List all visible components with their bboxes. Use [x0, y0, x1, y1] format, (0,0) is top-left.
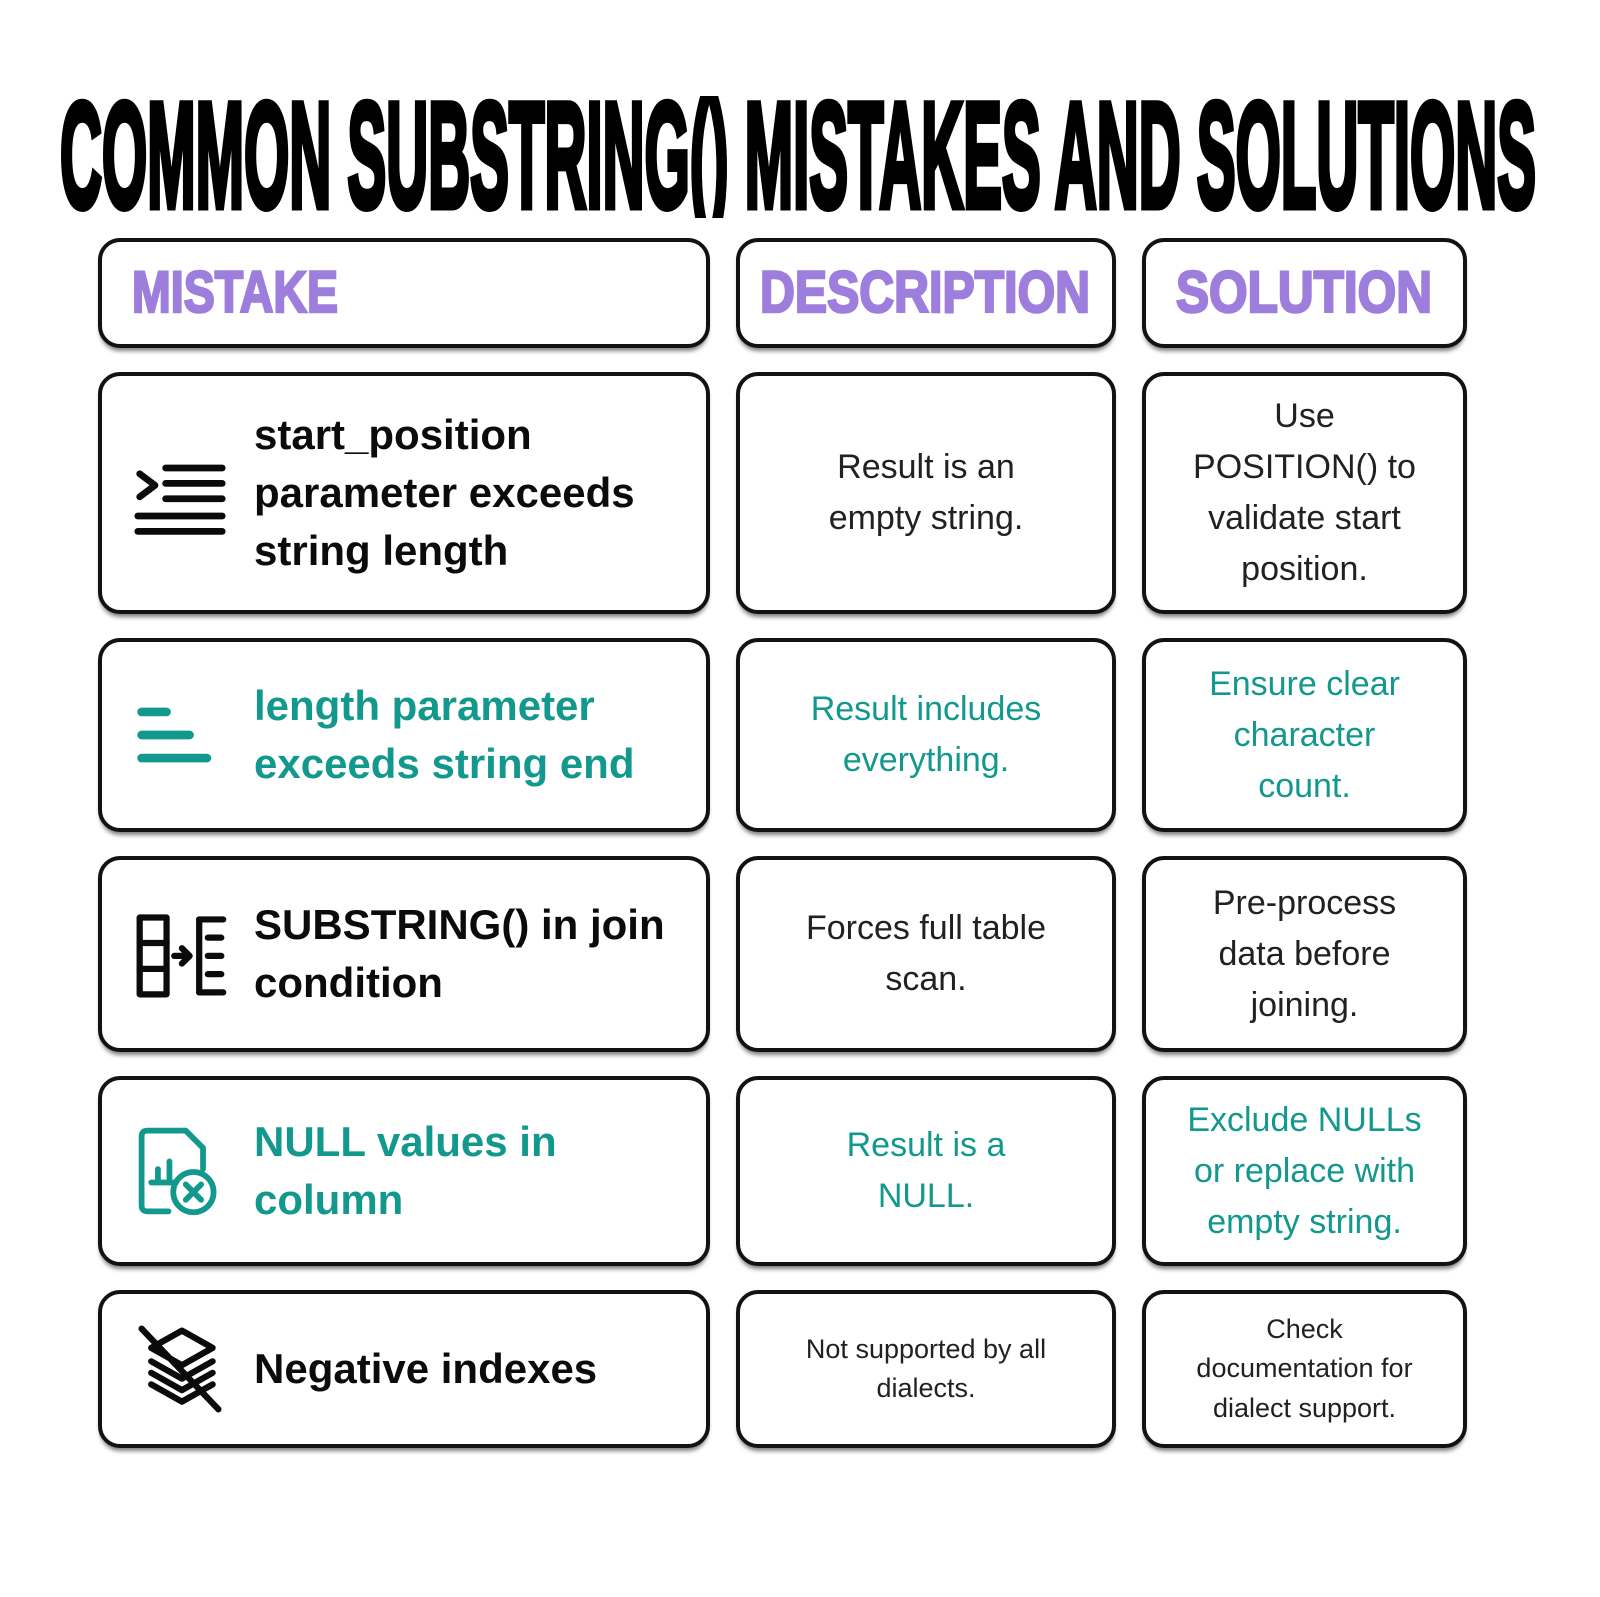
document-null-icon — [128, 1119, 232, 1223]
mistakes-table: MISTAKE DESCRIPTION SOLUTION start_posit… — [98, 238, 1467, 1448]
header-description-label: DESCRIPTION — [760, 266, 1090, 320]
row-2-mistake-label: length parameter exceeds string end — [254, 682, 635, 787]
row-5-mistake-cell: Negative indexes — [98, 1290, 710, 1448]
row-5-description-text: Not supported by all dialects. — [805, 1333, 1047, 1403]
row-2-mistake-cell: length parameter exceeds string end — [98, 638, 710, 832]
header-mistake: MISTAKE — [98, 238, 710, 348]
title-svg: COMMON SUBSTRING() MISTAKES AND SOLUTION… — [57, 68, 1540, 243]
row-5-mistake-label: Negative indexes — [254, 1345, 598, 1393]
row-3-mistake-label: SUBSTRING() in join condition — [254, 901, 665, 1006]
header-solution: SOLUTION — [1142, 238, 1467, 348]
row-1-mistake-cell: start_position parameter exceeds string … — [98, 372, 710, 614]
title-banner: COMMON SUBSTRING() MISTAKES AND SOLUTION… — [57, 68, 1540, 243]
layers-slash-icon — [128, 1317, 232, 1421]
row-1-mistake-label: start_position parameter exceeds string … — [254, 411, 635, 574]
header-description-svg: DESCRIPTION — [759, 266, 1092, 320]
row-4-description-text: Result is a NULL. — [846, 1126, 1006, 1215]
row-5-solution-text: Check documentation for dialect support. — [1196, 1314, 1413, 1423]
row-1-description-text: Result is an empty string. — [828, 448, 1024, 537]
row-4-mistake-label: NULL values in column — [254, 1118, 557, 1223]
row-4-solution-cell: Exclude NULLs or replace with empty stri… — [1142, 1076, 1467, 1266]
row-3-description-text: Forces full table scan. — [806, 909, 1046, 998]
row-1-solution-cell: Use POSITION() to validate start positio… — [1142, 372, 1467, 614]
header-mistake-svg: MISTAKE — [132, 266, 339, 320]
row-5-description-cell: Not supported by all dialects. — [736, 1290, 1116, 1448]
indent-list-icon — [128, 441, 232, 545]
row-2-solution-cell: Ensure clear character count. — [1142, 638, 1467, 832]
row-1-description-cell: Result is an empty string. — [736, 372, 1116, 614]
row-1-solution-text: Use POSITION() to validate start positio… — [1193, 397, 1416, 588]
row-3-solution-text: Pre-process data before joining. — [1212, 883, 1397, 1024]
page-title: COMMON SUBSTRING() MISTAKES AND SOLUTION… — [60, 96, 1536, 218]
row-3-description-cell: Forces full table scan. — [736, 856, 1116, 1052]
column-to-list-icon — [128, 902, 232, 1006]
row-2-description-cell: Result includes everything. — [736, 638, 1116, 832]
row-2-description-text: Result includes everything. — [810, 690, 1042, 779]
row-5-solution-cell: Check documentation for dialect support. — [1142, 1290, 1467, 1448]
row-3-solution-cell: Pre-process data before joining. — [1142, 856, 1467, 1052]
header-solution-svg: SOLUTION — [1174, 266, 1433, 320]
row-2-solution-text: Ensure clear character count. — [1209, 664, 1400, 805]
header-description: DESCRIPTION — [736, 238, 1116, 348]
row-4-description-cell: Result is a NULL. — [736, 1076, 1116, 1266]
header-solution-label: SOLUTION — [1176, 266, 1432, 320]
row-3-mistake-cell: SUBSTRING() in join condition — [98, 856, 710, 1052]
header-mistake-label: MISTAKE — [132, 266, 338, 320]
row-4-mistake-cell: NULL values in column — [98, 1076, 710, 1266]
row-4-solution-text: Exclude NULLs or replace with empty stri… — [1187, 1100, 1422, 1241]
short-lines-icon — [128, 683, 232, 787]
